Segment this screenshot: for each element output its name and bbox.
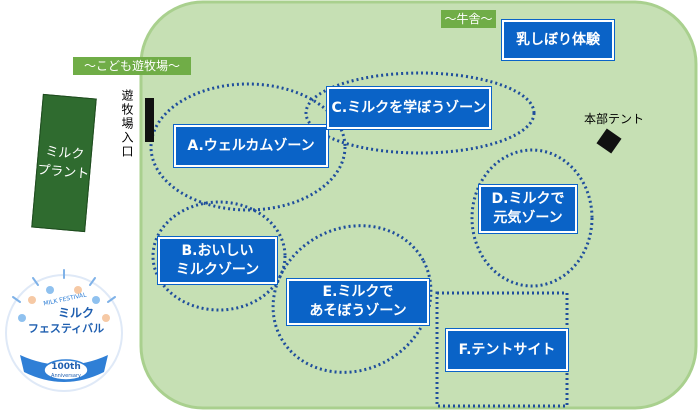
welcome-zone-label[interactable]: A.ウェルカムゾーン (174, 125, 328, 167)
entrance-gate (145, 98, 154, 142)
welcome-zone-outline (149, 82, 347, 212)
milking-experience-label[interactable]: 乳しぼり体験 (502, 20, 614, 60)
kids-ranch-tag: 〜こども遊牧場〜 (73, 57, 191, 75)
hq-tent-label: 本部テント (584, 112, 645, 126)
play-zone-label[interactable]: E.ミルクで あそぼうゾーン (287, 279, 429, 325)
tasty-zone-label[interactable]: B.おいしい ミルクゾーン (158, 237, 277, 284)
logo-badge: 100th (51, 362, 81, 372)
energy-zone-outline (470, 148, 594, 288)
logo-badge-sub: Anniversary (51, 373, 81, 379)
tasty-zone-outline (151, 200, 287, 312)
tent-site-label[interactable]: F.テントサイト (446, 329, 568, 371)
entrance-label: 遊牧場入口 (120, 89, 134, 159)
learn-zone-outline (304, 71, 536, 155)
logo-title-line2: フェスティバル (27, 322, 105, 335)
festival-logo (5, 269, 123, 392)
field-area (139, 0, 698, 410)
learn-zone-label[interactable]: C.ミルクを学ぼうゾーン (327, 87, 491, 129)
energy-zone-label[interactable]: D.ミルクで 元気ゾーン (479, 185, 577, 233)
play-zone-outline (271, 224, 433, 374)
logo-title-line1: ミルク (57, 306, 94, 320)
hq-tent-marker (596, 128, 622, 154)
barn-tag: 〜牛舎〜 (441, 10, 496, 28)
